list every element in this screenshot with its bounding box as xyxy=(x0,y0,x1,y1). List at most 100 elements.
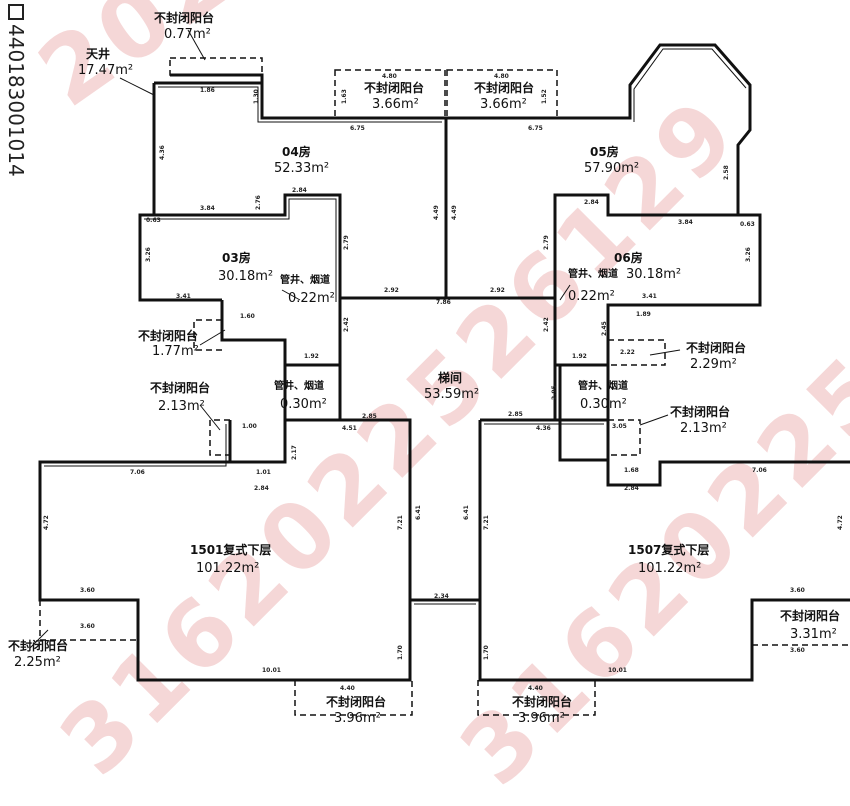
room-area: 30.18m² xyxy=(218,269,274,284)
room-area: 3.96m² xyxy=(334,711,381,726)
dimension-label: 2.85 xyxy=(508,411,523,418)
room-name: 不封闭阳台 xyxy=(670,405,731,419)
document-serial: 440183001014 xyxy=(4,4,28,177)
room-name: 天井 xyxy=(86,47,111,61)
balcony-outline xyxy=(446,69,558,119)
room-name: 1507复式下层 xyxy=(628,543,710,557)
room-area: 17.47m² xyxy=(78,63,134,78)
dimension-label: 4.40 xyxy=(340,685,355,692)
dimension-label: 1.89 xyxy=(636,311,651,318)
room-name: 不封闭阳台 xyxy=(686,341,747,355)
balcony-outline xyxy=(193,319,222,351)
wall-left-upper xyxy=(138,81,448,302)
dimension-label: 7.86 xyxy=(436,299,451,306)
wall-unit-1501 xyxy=(230,420,287,464)
dimension-label: 4.40 xyxy=(528,685,543,692)
dimension-label: 2.76 xyxy=(255,195,262,210)
room-area: 2.13m² xyxy=(680,421,727,436)
wall-right-shaft xyxy=(558,365,850,487)
room-area: 52.33m² xyxy=(274,161,330,176)
dimension-label: 4.72 xyxy=(837,515,844,530)
dimension-label: 2.85 xyxy=(362,413,377,420)
dimension-label: 1.63 xyxy=(341,89,348,104)
serial-number: 440183001014 xyxy=(4,24,28,177)
room-name: 不封闭阳台 xyxy=(780,609,841,623)
dimension-label: 2.84 xyxy=(624,485,639,492)
dimension-label: 4.36 xyxy=(536,425,551,432)
dimension-label: 10.01 xyxy=(262,667,281,674)
room-name: 不封闭阳台 xyxy=(474,81,535,95)
dimension-label: 1.70 xyxy=(483,645,490,660)
dimension-label: 4.49 xyxy=(451,205,458,220)
balcony-outline xyxy=(294,680,413,716)
dimension-label: 4.36 xyxy=(159,145,166,160)
room-area: 3.31m² xyxy=(790,627,837,642)
dimension-label: 2.17 xyxy=(291,445,298,460)
room-name: 不封闭阳台 xyxy=(138,329,199,343)
dimension-label: 4.72 xyxy=(43,515,50,530)
balcony-outline xyxy=(209,419,230,456)
room-name: 不封闭阳台 xyxy=(364,81,425,95)
dimension-label: 2.34 xyxy=(434,593,449,600)
dimension-label: 3.60 xyxy=(790,647,805,654)
dimension-label: 1.92 xyxy=(304,353,319,360)
balcony-outline xyxy=(334,69,446,119)
dimension-label: 3.60 xyxy=(790,587,805,594)
dimension-label: 7.21 xyxy=(483,515,490,530)
room-area: 3.66m² xyxy=(372,97,419,112)
balcony-outline xyxy=(608,339,666,366)
wall-right-upper xyxy=(553,193,738,298)
dimension-label: 3.84 xyxy=(200,205,215,212)
room-area: 2.29m² xyxy=(690,357,737,372)
room-area: 0.77m² xyxy=(164,27,211,42)
dimension-label: 2.95 xyxy=(551,385,558,400)
room-name: 管井、烟道 xyxy=(274,381,324,392)
room-name: 不封闭阳台 xyxy=(326,695,387,709)
room-name: 管井、烟道 xyxy=(280,275,330,286)
room-area: 3.66m² xyxy=(480,97,527,112)
dimension-label: 3.26 xyxy=(745,247,752,262)
room-area: 0.30m² xyxy=(580,397,627,412)
wall-left-shaft xyxy=(220,298,342,367)
dimension-label: 3.60 xyxy=(80,623,95,630)
dimension-label: 6.75 xyxy=(350,125,365,132)
dimension-label: 2.22 xyxy=(620,349,635,356)
dimension-label: 4.49 xyxy=(433,205,440,220)
wall-unit-1507 xyxy=(478,420,850,682)
dimension-label: 2.42 xyxy=(343,317,350,332)
dimension-label: 3.60 xyxy=(80,587,95,594)
balcony-outline xyxy=(608,419,641,456)
room-area: 30.18m² xyxy=(626,267,682,282)
dimension-label: 2.79 xyxy=(543,235,550,250)
dimension-label: 3.26 xyxy=(145,247,152,262)
dimension-label: 6.41 xyxy=(463,505,470,520)
room-name: 不封闭阳台 xyxy=(512,695,573,709)
room-name: 1501复式下层 xyxy=(190,543,272,557)
room-name: 梯间 xyxy=(438,371,463,385)
room-area: 0.22m² xyxy=(568,289,615,304)
dimension-label: 2.92 xyxy=(490,287,505,294)
room-area: 57.90m² xyxy=(584,161,640,176)
room-name: 06房 xyxy=(614,251,643,265)
dimension-label: 0.63 xyxy=(740,221,755,228)
dimension-label: 1.68 xyxy=(624,467,639,474)
room-name: 不封闭阳台 xyxy=(150,381,211,395)
room-name: 03房 xyxy=(222,251,251,265)
floor-plan xyxy=(29,29,850,716)
dimension-label: 1.70 xyxy=(397,645,404,660)
wall-right-upper xyxy=(446,43,762,367)
dimension-label: 10.01 xyxy=(608,667,627,674)
room-area: 0.30m² xyxy=(280,397,327,412)
room-name: 管井、烟道 xyxy=(568,269,618,280)
dimension-label: 2.84 xyxy=(254,485,269,492)
dimension-label: 3.41 xyxy=(642,293,657,300)
dimension-label: 1.92 xyxy=(572,353,587,360)
room-name: 管井、烟道 xyxy=(578,381,628,392)
room-area: 53.59m² xyxy=(424,387,480,402)
room-area: 0.22m² xyxy=(288,291,335,306)
dimension-label: 2.84 xyxy=(292,187,307,194)
dimension-label: 7.06 xyxy=(752,467,767,474)
room-name: 不封闭阳台 xyxy=(154,11,215,25)
room-name: 不封闭阳台 xyxy=(8,639,69,653)
room-area: 101.22m² xyxy=(196,561,260,576)
